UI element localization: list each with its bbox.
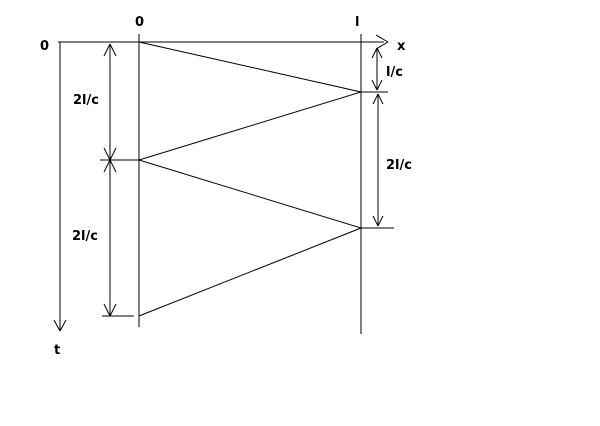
arrow-down-icon bbox=[103, 303, 111, 317]
top-right-boundary-label: l bbox=[355, 15, 359, 30]
arrow-up-icon bbox=[103, 159, 111, 173]
t-axis bbox=[53, 42, 67, 332]
t-axis-arrowhead-icon bbox=[53, 319, 61, 332]
arrow-down-icon bbox=[372, 215, 379, 227]
dim-label-left-upper: 2l/c bbox=[73, 93, 99, 108]
arrow-up-icon bbox=[372, 93, 379, 105]
origin-label: 0 bbox=[40, 39, 49, 54]
x-axis-label: x bbox=[397, 39, 406, 54]
arrow-down-icon bbox=[371, 79, 378, 91]
right-top-dimension bbox=[371, 47, 383, 91]
right-middle-dimension bbox=[372, 93, 384, 227]
arrow-up-icon bbox=[371, 47, 378, 59]
top-left-boundary-label: 0 bbox=[135, 15, 144, 30]
dim-label-right-top: l/c bbox=[386, 65, 403, 80]
arrow-down-icon bbox=[103, 147, 111, 161]
left-upper-dimension bbox=[103, 43, 117, 161]
arrow-up-icon bbox=[103, 43, 111, 57]
t-axis-label: t bbox=[54, 343, 60, 358]
x-axis-arrowhead-icon bbox=[375, 34, 389, 43]
dim-label-left-lower: 2l/c bbox=[72, 229, 98, 244]
dim-label-right-middle: 2l/c bbox=[386, 158, 412, 173]
left-lower-dimension bbox=[103, 159, 117, 317]
x-axis bbox=[58, 34, 389, 50]
wave-path bbox=[137, 41, 363, 317]
